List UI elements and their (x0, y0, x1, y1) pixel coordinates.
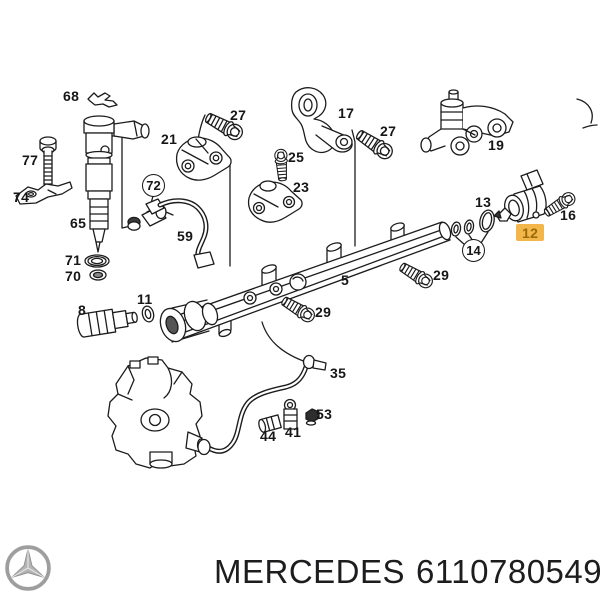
fitting-72 (127, 204, 174, 231)
part-label-17[interactable]: 17 (338, 105, 355, 121)
part-label-70[interactable]: 70 (65, 268, 82, 284)
part-label-29-left[interactable]: 29 (315, 304, 332, 320)
part-label-59[interactable]: 59 (177, 228, 194, 244)
washer-71 (84, 254, 110, 268)
part-label-53[interactable]: 53 (316, 406, 333, 422)
seal-70 (89, 269, 107, 281)
part-label-5[interactable]: 5 (341, 272, 350, 288)
bracket-19 (420, 89, 514, 156)
sleeve-44 (258, 414, 282, 433)
part-label-65[interactable]: 65 (70, 215, 87, 231)
part-label-29-right[interactable]: 29 (433, 267, 450, 283)
part-label-23[interactable]: 23 (293, 179, 310, 195)
o-ring-13 (479, 209, 495, 233)
bracket-17 (290, 87, 353, 154)
part-label-74[interactable]: 74 (13, 189, 30, 205)
part-number: 6110780549 (416, 553, 600, 590)
part-label-27-b[interactable]: 27 (380, 123, 397, 139)
sensor-8 (76, 308, 138, 338)
brand-name: MERCEDES (214, 553, 406, 590)
part-label-71[interactable]: 71 (65, 252, 82, 268)
part-label-16[interactable]: 16 (560, 207, 577, 223)
part-label-21[interactable]: 21 (161, 131, 178, 147)
part-label-25[interactable]: 25 (288, 149, 305, 165)
washers-14 (450, 219, 475, 237)
bracket-21 (175, 136, 232, 181)
pressure-valve-12 (493, 169, 547, 223)
footer-title: MERCEDES 6110780549 (214, 553, 600, 591)
part-label-14[interactable]: 14 (462, 239, 485, 262)
part-label-44[interactable]: 44 (260, 428, 277, 444)
nut-53 (305, 408, 320, 426)
clip-68 (87, 92, 118, 108)
leader-lines (103, 114, 489, 363)
ring-11 (141, 305, 155, 323)
pipe-35 (197, 354, 327, 456)
clamp-41 (283, 398, 298, 430)
part-label-19[interactable]: 19 (488, 137, 505, 153)
mercedes-star-icon (5, 545, 51, 591)
bracket-23 (247, 180, 303, 223)
part-label-12[interactable]: 12 (516, 224, 545, 241)
part-label-41[interactable]: 41 (285, 424, 302, 440)
injector-65 (83, 115, 150, 253)
high-pressure-pump (107, 356, 206, 469)
part-label-11[interactable]: 11 (137, 291, 153, 307)
part-label-77[interactable]: 77 (22, 152, 39, 168)
part-label-72[interactable]: 72 (142, 174, 165, 197)
part-label-13[interactable]: 13 (475, 194, 492, 210)
part-label-68[interactable]: 68 (63, 88, 80, 104)
bolt-29-right (396, 259, 436, 291)
edge-fragment (576, 98, 598, 129)
part-label-27-a[interactable]: 27 (230, 107, 247, 123)
part-label-8[interactable]: 8 (78, 302, 87, 318)
part-label-35[interactable]: 35 (330, 365, 347, 381)
bolt-29-left (278, 293, 318, 325)
bracket-74 (15, 181, 73, 205)
bolt-25 (273, 148, 290, 182)
pipe-59 (145, 198, 215, 269)
bolt-77 (39, 136, 57, 188)
fuel-rail-5 (159, 221, 452, 343)
